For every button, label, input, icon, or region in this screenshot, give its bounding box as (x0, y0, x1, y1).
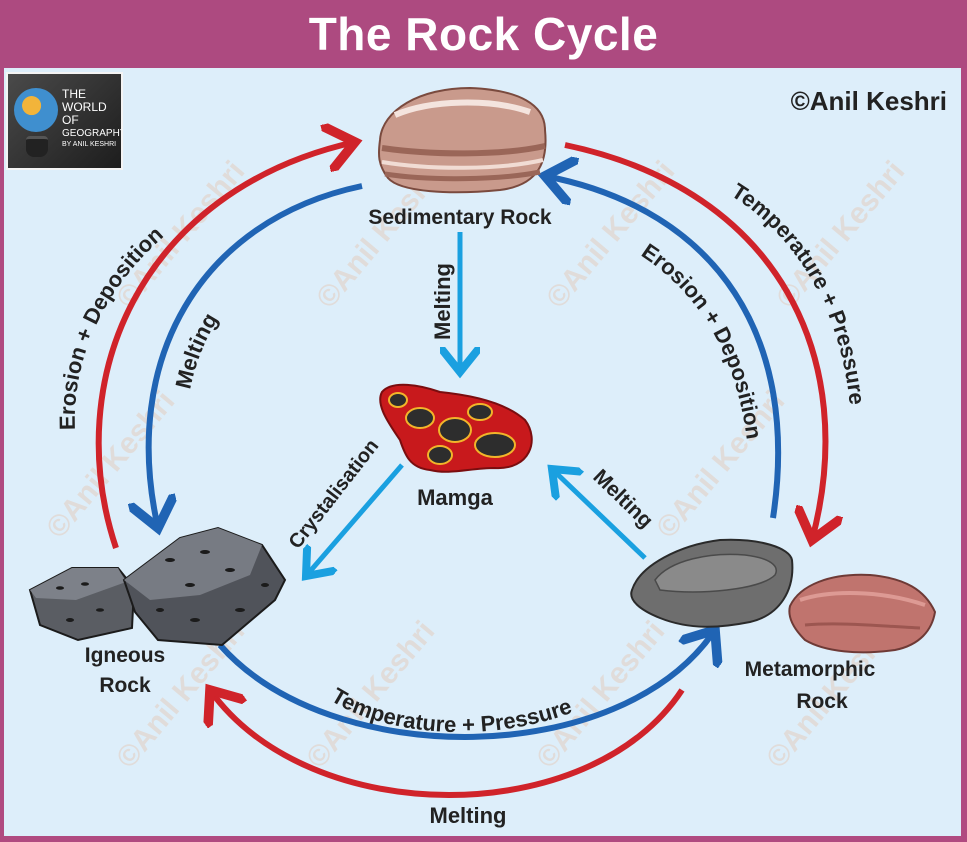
globe-icon (14, 88, 58, 132)
copyright-text: ©Anil Keshri (790, 86, 947, 116)
label-text: Erosion + Deposition (637, 238, 766, 440)
label-metamorphic-line1: Metamorphic (745, 658, 876, 681)
label-metamorphic-to-sedimentary: Erosion + Deposition (637, 238, 766, 440)
watermark: ©Anil Keshri (530, 615, 671, 774)
logo-text: THE WORLD OF GEOGRAPHY BY ANIL KESHRI (62, 87, 123, 150)
arrow-magma-to-igneous (306, 463, 404, 576)
label-metamorphic-to-magma: Melting (589, 465, 658, 533)
label-sedimentary-to-magma: Melting (430, 263, 455, 340)
label-sedimentary-rock: Sedimentary Rock (368, 206, 552, 229)
arrow-igneous-to-sedimentary (95, 142, 355, 549)
page-title: The Rock Cycle (308, 8, 659, 60)
label-igneous-line1: Igneous (85, 644, 166, 667)
logo-line: OF (62, 113, 79, 127)
label-magma: Mamga (417, 485, 494, 510)
arrow-metamorphic-to-magma (552, 469, 647, 560)
magma-icon (379, 383, 533, 473)
label-metamorphic-to-igneous: Melting (430, 803, 507, 828)
arrow-sedimentary-to-igneous (149, 183, 363, 528)
arrow-sedimentary-to-metamorphic (564, 142, 825, 540)
logo-line: GEOGRAPHY (62, 128, 123, 139)
title-bar: The Rock Cycle (0, 0, 967, 68)
igneous-rock-icon (28, 526, 287, 647)
label-igneous-line2: Rock (99, 674, 151, 697)
metamorphic-rock-grey-icon (630, 538, 794, 628)
logo-line: WORLD (62, 100, 107, 114)
watermark: ©Anil Keshri (300, 615, 441, 774)
watermark: ©Anil Keshri (650, 385, 791, 544)
logo-line: BY ANIL KESHRI (62, 141, 117, 148)
label-metamorphic-line2: Rock (796, 690, 848, 713)
arrow-igneous-to-metamorphic (217, 630, 715, 740)
arrow-metamorphic-to-sedimentary (545, 176, 782, 519)
logo-line: THE (62, 87, 86, 101)
arrow-metamorphic-to-igneous (210, 690, 685, 798)
label-magma-to-igneous: Crystalisation (285, 435, 384, 553)
globe-stand-icon (26, 136, 48, 157)
metamorphic-rock-pink-icon (788, 573, 937, 654)
world-of-geography-logo: THE WORLD OF GEOGRAPHY BY ANIL KESHRI (6, 72, 123, 170)
sedimentary-rock-icon (378, 86, 547, 194)
